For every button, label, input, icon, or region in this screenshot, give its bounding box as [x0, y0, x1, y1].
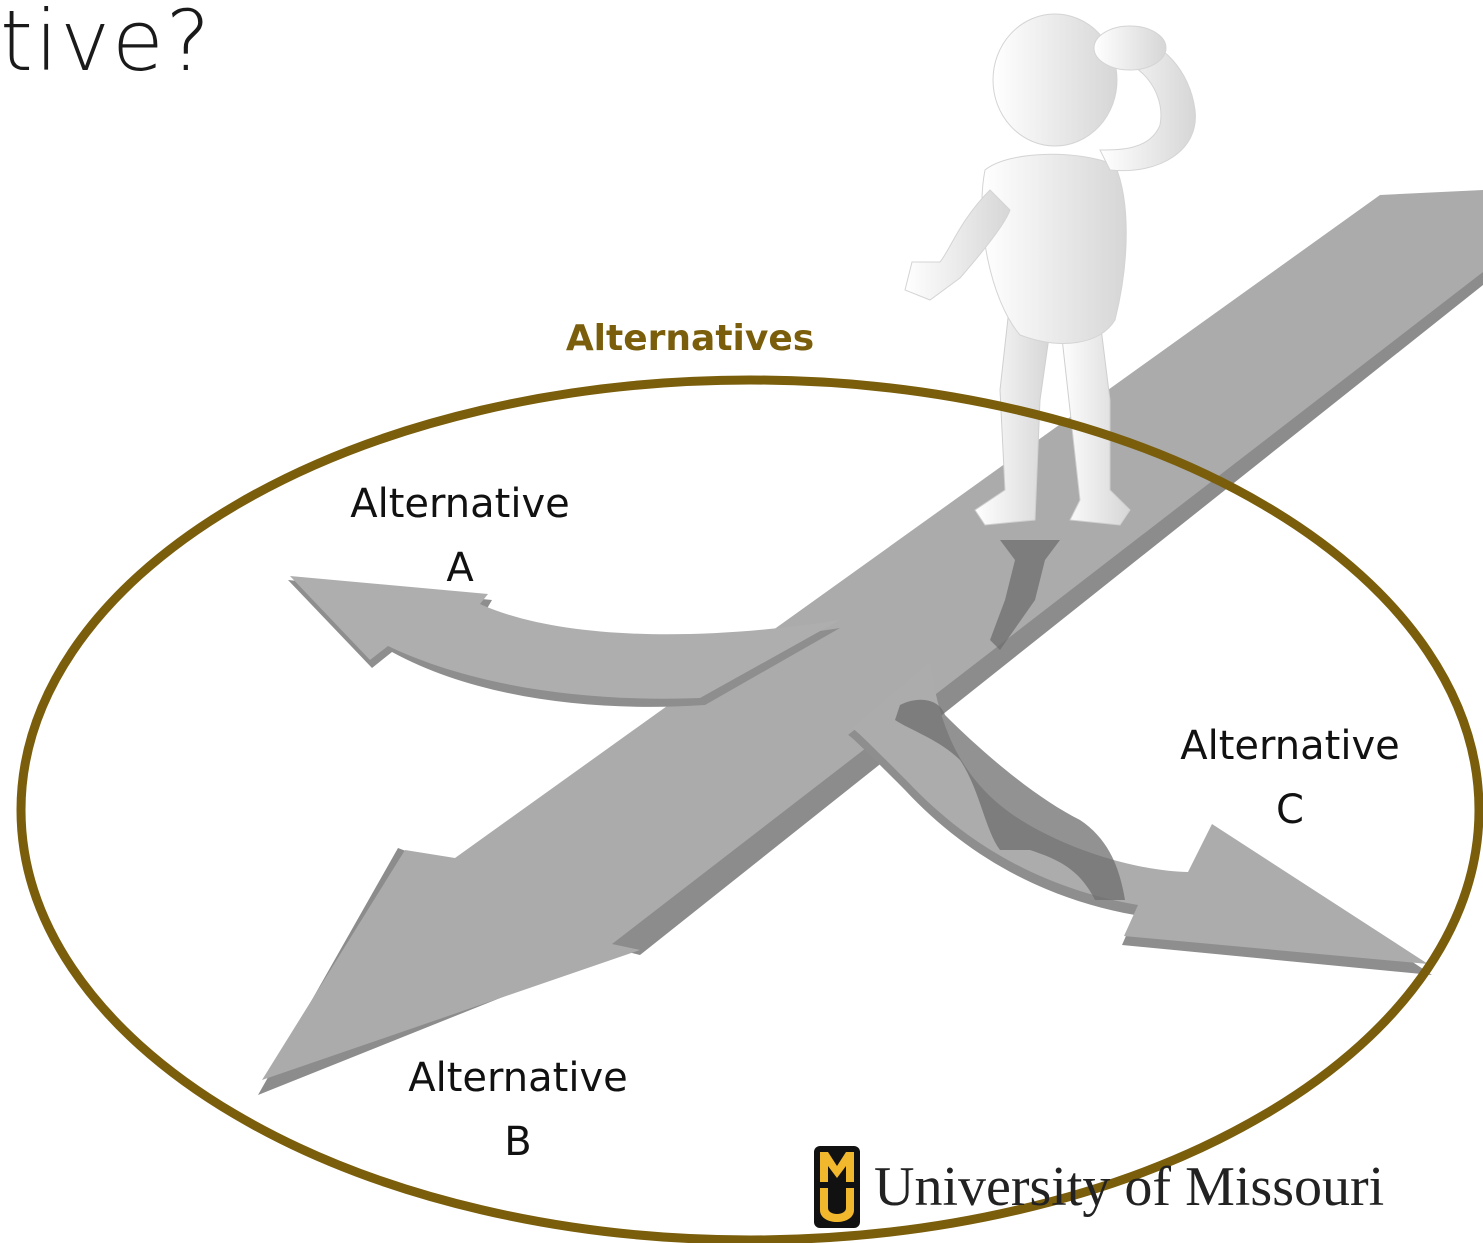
university-logo: University of Missouri: [814, 1146, 1384, 1228]
alternatives-set-ellipse: [16, 375, 1483, 1243]
mu-shield-icon: [814, 1146, 860, 1228]
slide-title: tive?: [0, 0, 213, 90]
thinking-figure: [904, 13, 1196, 526]
arrow-a: [288, 576, 840, 707]
alternative-a-line2: A: [446, 545, 474, 591]
alternative-b-label: Alternative B: [398, 1046, 638, 1174]
alternative-b-line1: Alternative: [408, 1055, 628, 1101]
alternative-c-line2: C: [1276, 787, 1304, 833]
alternative-b-line2: B: [504, 1119, 532, 1165]
alternative-a-line1: Alternative: [350, 481, 570, 527]
arrow-c: [848, 662, 1432, 975]
alternative-c-label: Alternative C: [1170, 714, 1410, 842]
alternatives-set-label: Alternatives: [565, 318, 815, 359]
figure-shadow: [895, 540, 1125, 900]
university-name: University of Missouri: [874, 1156, 1385, 1218]
alternative-c-line1: Alternative: [1180, 723, 1400, 769]
arrow-b-road: [258, 190, 1483, 1095]
alternative-a-label: Alternative A: [340, 472, 580, 600]
